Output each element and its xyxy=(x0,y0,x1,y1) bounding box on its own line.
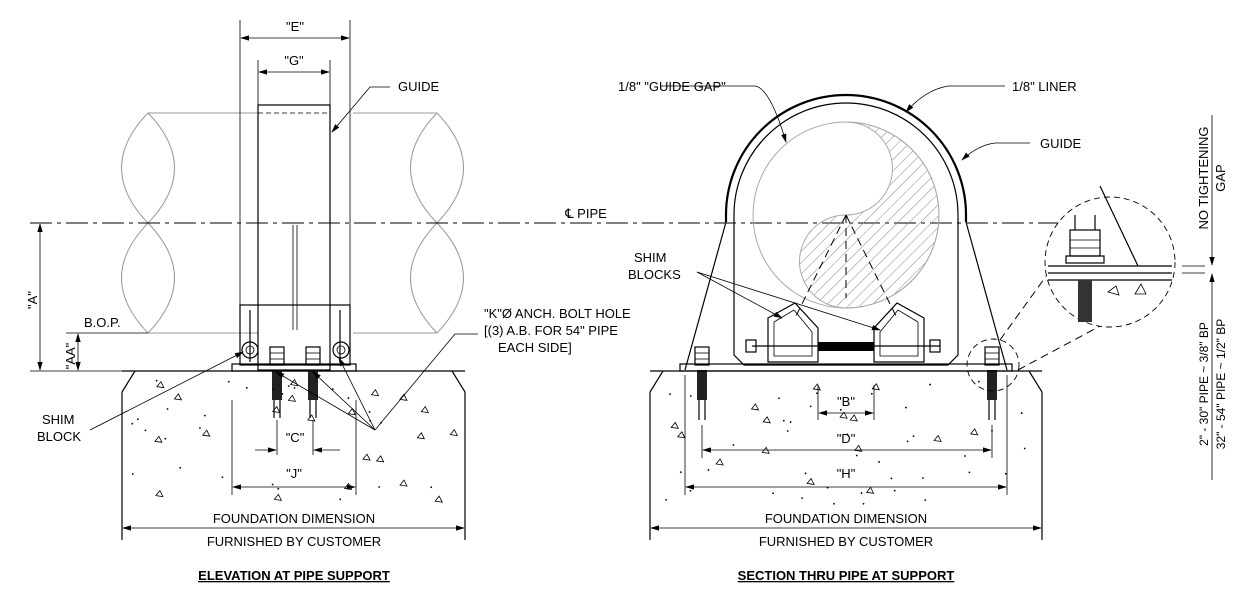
section-view: 1/8" "GUIDE GAP" 1/8" LINER GUIDE SHIM B… xyxy=(618,79,1082,583)
foundation-dim-left-2: FURNISHED BY CUSTOMER xyxy=(207,534,381,549)
shim-label-2: BLOCK xyxy=(37,429,81,444)
pipe-section xyxy=(752,121,940,309)
side-bolts xyxy=(241,341,350,359)
shim-blocks-label-2: BLOCKS xyxy=(628,267,681,282)
foundation-left xyxy=(121,370,466,540)
elevation-title: ELEVATION AT PIPE SUPPORT xyxy=(198,568,390,583)
section-title: SECTION THRU PIPE AT SUPPORT xyxy=(738,568,955,583)
bp-note-1: 2" - 30" PIPE ~ 3/8" BP xyxy=(1197,322,1211,446)
foundation-right xyxy=(649,370,1043,540)
bop-label: B.O.P. xyxy=(84,315,121,330)
shim-label-1: SHIM xyxy=(42,412,75,427)
anchor-bolts-left xyxy=(269,346,321,418)
dim-h-label: "H" xyxy=(837,466,856,481)
bp-note-2: 32" - 54" PIPE ~ 1/2" BP xyxy=(1214,319,1228,450)
dim-e-label: "E" xyxy=(286,19,304,34)
bolt-note-1: "K"Ø ANCH. BOLT HOLE xyxy=(484,306,631,321)
foundation-dim-left-1: FOUNDATION DIMENSION xyxy=(213,511,375,526)
shim-blocks-label-1: SHIM xyxy=(634,250,667,265)
bolt-note-3: EACH SIDE] xyxy=(498,340,572,355)
centerline-label: ℄ PIPE xyxy=(564,206,607,221)
dim-c-label: "C" xyxy=(286,430,305,445)
dim-b-label: "B" xyxy=(837,394,855,409)
dim-a-label: "A" xyxy=(25,291,40,309)
dim-aa-label: "AA" xyxy=(63,342,78,369)
dim-j-label: "J" xyxy=(286,466,302,481)
guide-label-right: GUIDE xyxy=(1040,136,1082,151)
guide-elevation xyxy=(231,104,357,372)
guide-label-left: GUIDE xyxy=(398,79,440,94)
anchor-bolts-right xyxy=(694,346,1000,420)
bolt-note-2: [(3) A.B. FOR 54" PIPE xyxy=(484,323,618,338)
guide-gap-label: 1/8" "GUIDE GAP" xyxy=(618,79,726,94)
foundation-dim-right-2: FURNISHED BY CUSTOMER xyxy=(759,534,933,549)
no-tightening-label-2: GAP xyxy=(1213,164,1228,191)
shim-blocks xyxy=(745,302,941,363)
foundation-dim-right-1: FOUNDATION DIMENSION xyxy=(765,511,927,526)
dim-d-label: "D" xyxy=(837,431,856,446)
concrete-texture xyxy=(131,378,1026,505)
no-tightening-label-1: NO TIGHTENING xyxy=(1196,126,1211,229)
guide-arch xyxy=(724,93,968,222)
bolt-detail-bubble: NO TIGHTENING GAP 2" - 30" PIPE ~ 3/8" B… xyxy=(966,115,1228,480)
detail-bolt xyxy=(1048,185,1172,322)
dim-g-label: "G" xyxy=(284,53,304,68)
elevation-view: "E" "G" GUIDE "A" "AA" B.O.P. SHIM BLOCK… xyxy=(25,19,1090,583)
liner-label: 1/8" LINER xyxy=(1012,79,1077,94)
